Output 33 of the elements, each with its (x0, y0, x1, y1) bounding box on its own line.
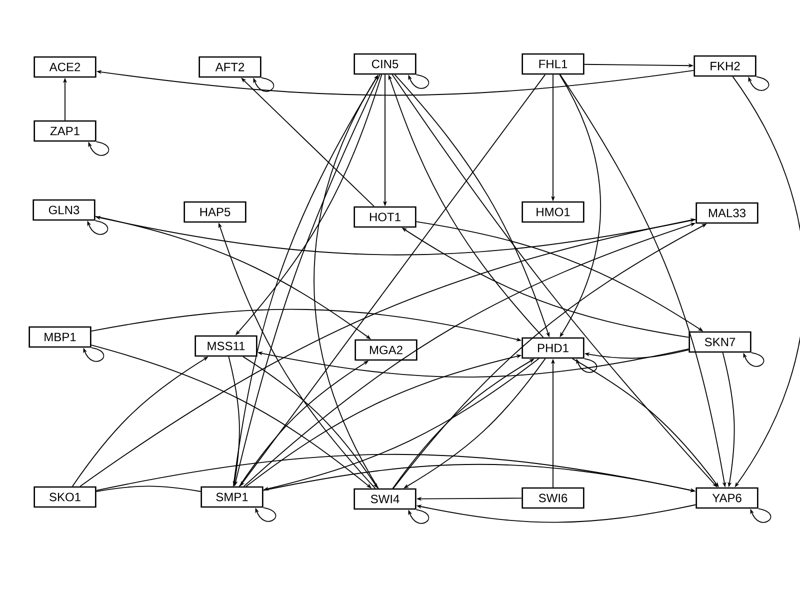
gene-box: MBP1 (28, 326, 92, 348)
gene-box: MSS11 (194, 335, 258, 357)
gene-box: HOT1 (354, 206, 416, 228)
gene-box: FKH2 (694, 55, 756, 77)
self-loop-arrow (576, 358, 598, 373)
self-loop-arrow (255, 507, 276, 522)
self-loop-arrow (750, 508, 772, 523)
self-loop-arrow (408, 509, 430, 524)
gene-box: GLN3 (32, 199, 96, 221)
gene-box: SKN7 (688, 331, 752, 353)
gene-box: SWI6 (522, 487, 584, 509)
gene-box: YAP6 (696, 487, 758, 509)
self-loop-arrow (408, 74, 430, 89)
self-loop-arrow (88, 141, 110, 156)
self-loop-arrow (743, 352, 764, 367)
connector-line (96, 486, 202, 492)
gene-box: MAL33 (696, 202, 758, 224)
self-loop-arrow (87, 220, 108, 235)
gene-box: HMO1 (522, 201, 584, 223)
self-loop-arrow (253, 77, 274, 92)
self-loop-arrow (83, 347, 104, 362)
gene-box: SKO1 (34, 486, 96, 508)
gene-box: PHD1 (522, 337, 584, 359)
gene-box: MGA2 (354, 339, 418, 361)
gene-box: SMP1 (200, 486, 264, 508)
gene-box: ACE2 (34, 56, 96, 78)
gene-box: AFT2 (198, 56, 262, 78)
gene-box: ZAP1 (34, 120, 96, 142)
gene-box: HAP5 (184, 201, 246, 223)
gene-box: FHL1 (522, 53, 584, 75)
gene-box: CIN5 (354, 53, 416, 75)
gene-box: SWI4 (354, 488, 416, 510)
self-loop-arrow (748, 76, 770, 91)
